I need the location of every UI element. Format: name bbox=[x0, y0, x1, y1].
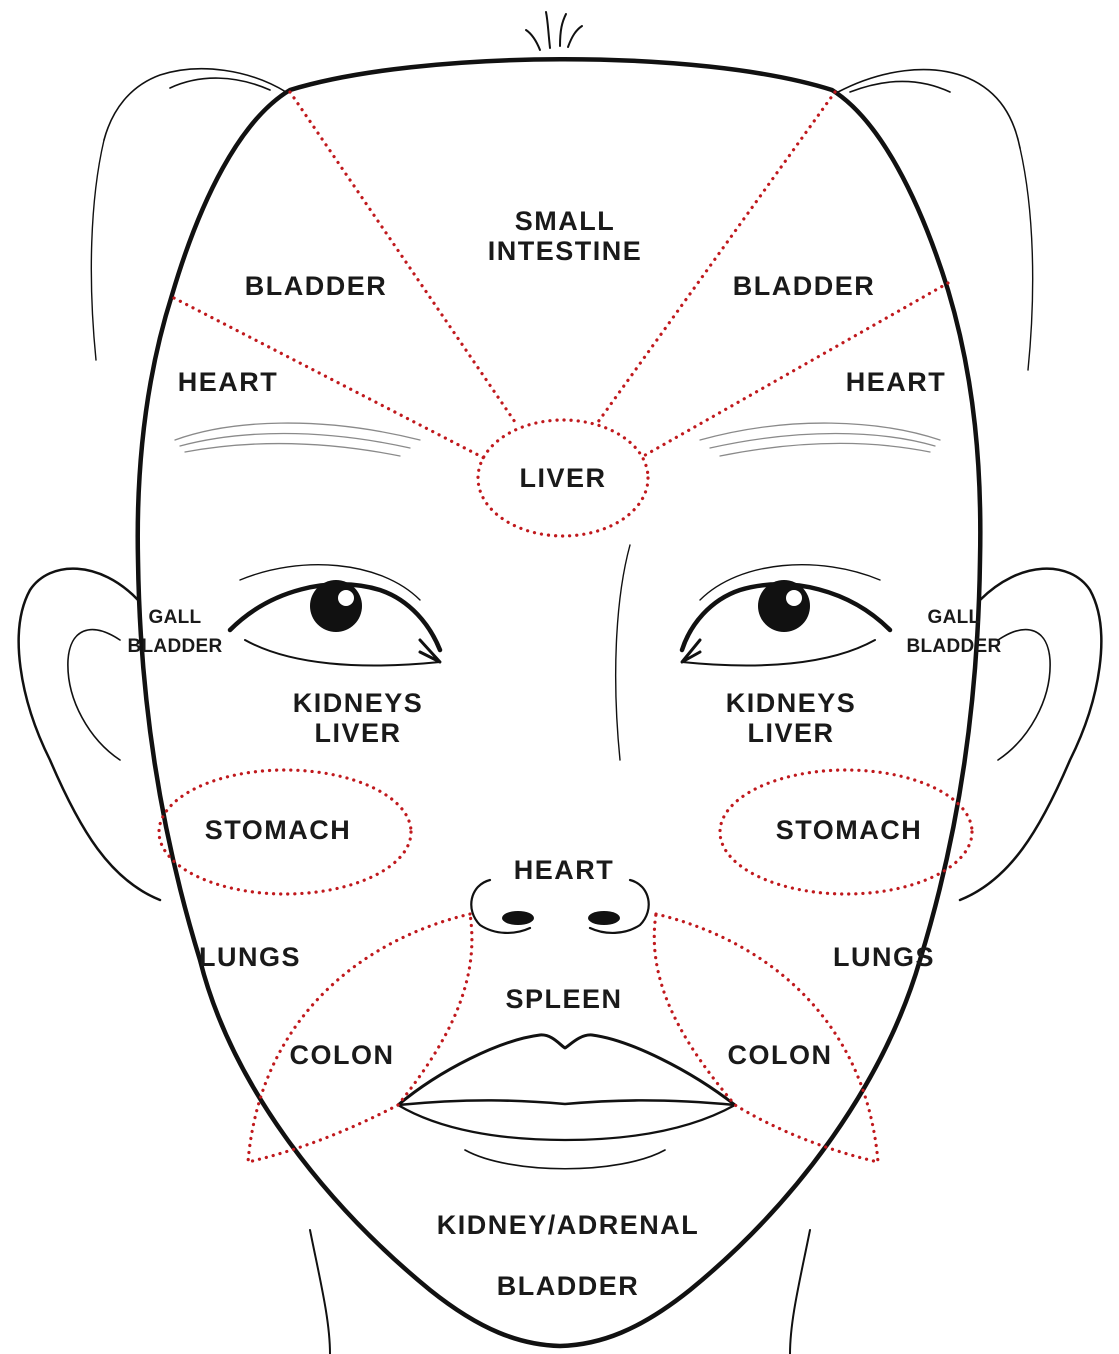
label-bladder-chin: BLADDER bbox=[468, 1273, 668, 1300]
label-colon-right: COLON bbox=[700, 1042, 860, 1069]
label-liver-left: LIVER bbox=[258, 720, 458, 747]
label-gall-bladder-right: BLADDER bbox=[894, 637, 1014, 656]
label-stomach-left: STOMACH bbox=[178, 817, 378, 844]
label-lungs-left: LUNGS bbox=[170, 944, 330, 971]
label-heart-nose: HEART bbox=[484, 857, 644, 884]
lips bbox=[398, 1035, 735, 1169]
label-spleen: SPLEEN bbox=[474, 986, 654, 1013]
label-colon-left: COLON bbox=[262, 1042, 422, 1069]
label-heart-left: HEART bbox=[148, 369, 308, 396]
neck-right bbox=[790, 1230, 810, 1354]
label-liver-center: LIVER bbox=[503, 465, 623, 492]
label-bladder-left: BLADDER bbox=[216, 273, 416, 300]
label-kidneys-left: KIDNEYS bbox=[258, 690, 458, 717]
label-stomach-right: STOMACH bbox=[749, 817, 949, 844]
label-lungs-right: LUNGS bbox=[804, 944, 964, 971]
left-eye bbox=[230, 565, 440, 666]
nose bbox=[471, 880, 648, 933]
label-kidney-adrenal: KIDNEY/ADRENAL bbox=[398, 1212, 738, 1239]
label-bladder-right: BLADDER bbox=[704, 273, 904, 300]
label-small-intestine: SMALL bbox=[440, 208, 690, 235]
neck-left bbox=[310, 1230, 330, 1354]
nose-bridge bbox=[616, 545, 630, 760]
label-small-intestine-line2: INTESTINE bbox=[440, 238, 690, 265]
hair-strands bbox=[91, 12, 1032, 370]
label-liver-right: LIVER bbox=[691, 720, 891, 747]
right-eye bbox=[682, 565, 890, 666]
label-heart-right: HEART bbox=[816, 369, 976, 396]
label-gall-left: GALL bbox=[125, 608, 225, 627]
label-kidneys-right: KIDNEYS bbox=[691, 690, 891, 717]
eyebrows bbox=[175, 423, 940, 456]
label-gall-right: GALL bbox=[904, 608, 1004, 627]
label-gall-bladder-left: BLADDER bbox=[115, 637, 235, 656]
